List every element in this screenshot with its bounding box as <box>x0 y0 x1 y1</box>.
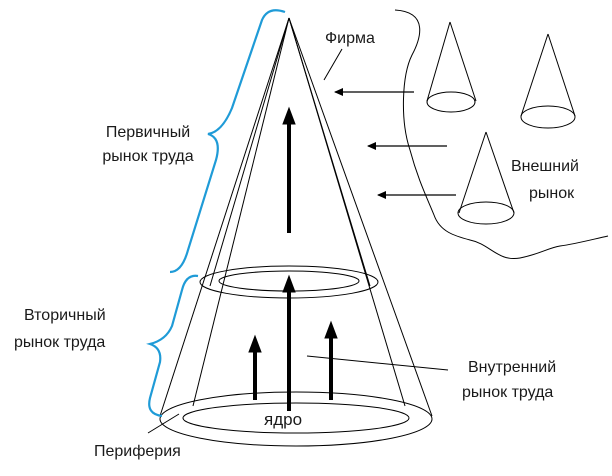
main-cone <box>159 17 433 417</box>
promotion-arrow-left <box>248 334 262 400</box>
firm-label: Фирма <box>325 30 375 47</box>
small-cone-3 <box>457 131 515 225</box>
external-market-boundary <box>394 9 609 260</box>
secondary-market-label-line1: Вторичный <box>24 307 106 324</box>
internal-market-label-line1: Внутренний <box>468 359 557 376</box>
secondary-market-label-line2: рынок труда <box>14 334 106 351</box>
inflow-arrows <box>334 88 456 199</box>
periphery-pointer-line <box>147 413 180 434</box>
base-ring-inner <box>182 402 410 434</box>
external-market-label-line2: рынок <box>529 185 575 202</box>
small-cone-1 <box>426 21 477 113</box>
internal-market-label-line2: рынок труда <box>462 384 554 401</box>
promotion-arrow-primary <box>282 106 296 233</box>
promotion-arrow-center <box>282 274 296 411</box>
primary-market-label-line1: Первичный <box>105 124 191 141</box>
firm-pointer-line <box>323 48 343 81</box>
external-market-label-line1: Внешний <box>511 158 579 175</box>
cone-outer-right-edge <box>288 17 433 417</box>
cone-outer-left-edge <box>159 17 290 417</box>
periphery-label: Периферия <box>94 443 181 460</box>
secondary-brace <box>146 274 199 418</box>
primary-brace <box>169 9 286 274</box>
core-label: ядро <box>264 410 303 429</box>
promotion-arrows <box>248 106 338 411</box>
cone-center-left-edge <box>209 17 290 287</box>
cone-inner-left-edge <box>192 17 290 407</box>
small-cone-2 <box>520 33 576 129</box>
primary-market-label-line2: рынок труда <box>102 148 194 165</box>
cone-center-right-edge <box>288 17 371 287</box>
promotion-arrow-right <box>324 320 338 400</box>
internal-market-pointer-line <box>306 355 449 371</box>
base-ring-outer <box>159 391 433 447</box>
